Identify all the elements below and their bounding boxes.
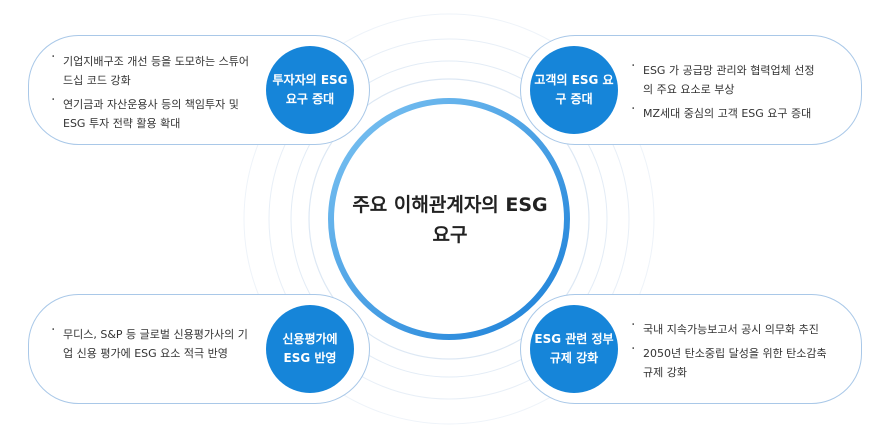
outer-ring-1 — [308, 78, 590, 360]
center-title: 주요 이해관계자의 ESG 요구 — [352, 194, 548, 246]
card-regulation: ESG 관련 정부 규제 강화 국내 지속가능보고서 공시 의무화 추진 205… — [520, 294, 862, 404]
list-item: 2050년 탄소중립 달성을 위한 탄소감축 규제 강화 — [631, 340, 831, 382]
card-investor-list: 기업지배구조 개선 등을 도모하는 스튜어드십 코드 강화 연기금과 자산운용사… — [51, 48, 251, 138]
list-item: 국내 지속가능보고서 공시 의무화 추진 — [631, 316, 831, 339]
badge-regulation: ESG 관련 정부 규제 강화 — [530, 305, 618, 393]
badge-label: 고객의 ESG 요구 증대 — [534, 73, 614, 106]
badge-label: 신용평가에 ESG 반영 — [282, 332, 338, 365]
badge-label: ESG 관련 정부 규제 강화 — [534, 332, 614, 365]
outer-ring-3 — [268, 38, 630, 400]
badge-credit-rating: 신용평가에 ESG 반영 — [266, 305, 354, 393]
center-circle: 주요 이해관계자의 ESG 요구 — [330, 120, 570, 320]
card-customer-list: ESG 가 공급망 관리와 협력업체 선정의 주요 요소로 부상 MZ세대 중심… — [631, 57, 821, 128]
outer-ring-4 — [243, 13, 655, 425]
card-credit-rating: 무디스, S&P 등 글로벌 신용평가사의 기업 신용 평가에 ESG 요소 적… — [28, 294, 370, 404]
list-item: 기업지배구조 개선 등을 도모하는 스튜어드십 코드 강화 — [51, 48, 251, 90]
list-item: MZ세대 중심의 고객 ESG 요구 증대 — [631, 100, 821, 123]
card-regulation-list: 국내 지속가능보고서 공시 의무화 추진 2050년 탄소중립 달성을 위한 탄… — [631, 316, 831, 387]
list-item: ESG 가 공급망 관리와 협력업체 선정의 주요 요소로 부상 — [631, 57, 821, 99]
card-credit-rating-list: 무디스, S&P 등 글로벌 신용평가사의 기업 신용 평가에 ESG 요소 적… — [51, 321, 251, 368]
card-investor: 기업지배구조 개선 등을 도모하는 스튜어드십 코드 강화 연기금과 자산운용사… — [28, 35, 370, 145]
card-customer: 고객의 ESG 요구 증대 ESG 가 공급망 관리와 협력업체 선정의 주요 … — [520, 35, 862, 145]
badge-label: 투자자의 ESG 요구 증대 — [272, 73, 348, 106]
list-item: 무디스, S&P 등 글로벌 신용평가사의 기업 신용 평가에 ESG 요소 적… — [51, 321, 251, 363]
list-item: 연기금과 자산운용사 등의 책임투자 및 ESG 투자 전략 활용 확대 — [51, 91, 251, 133]
badge-investor: 투자자의 ESG 요구 증대 — [266, 46, 354, 134]
outer-ring-2 — [290, 60, 608, 378]
center-circle-ring — [328, 98, 570, 340]
badge-customer: 고객의 ESG 요구 증대 — [530, 46, 618, 134]
